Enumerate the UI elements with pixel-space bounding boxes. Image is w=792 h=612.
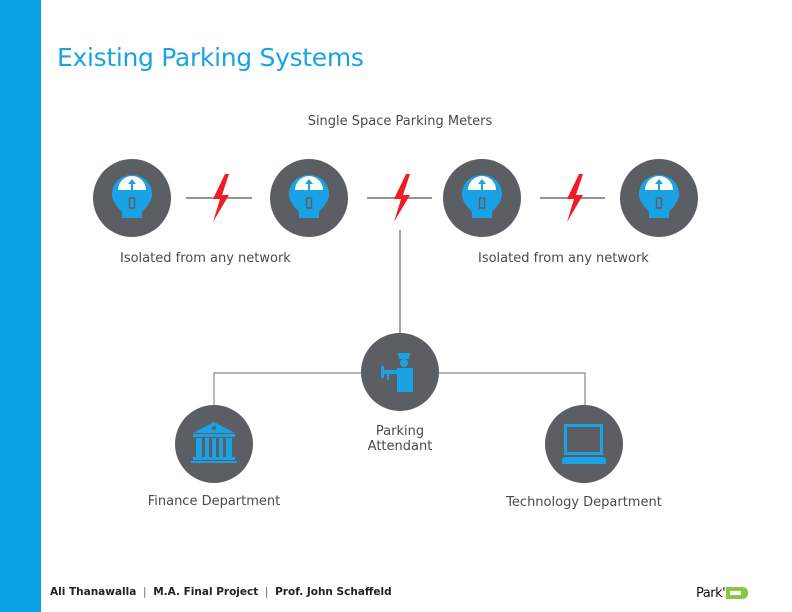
attendant-label-line2: Attendant	[367, 439, 433, 454]
computer-monitor-icon	[562, 424, 606, 464]
attendant-label-line1: Parking	[375, 424, 425, 439]
technology-node	[545, 405, 623, 483]
finance-node	[175, 405, 253, 483]
parking-attendant-icon	[381, 353, 413, 392]
technology-label: Technology Department	[506, 495, 662, 510]
meter-node	[620, 159, 698, 237]
diagram-subtitle: Single Space Parking Meters	[307, 114, 493, 129]
lightning-bolt-icon	[394, 174, 410, 222]
footer-credits: Ali Thanawalla | M.A. Final Project | Pr…	[50, 586, 392, 598]
finance-label: Finance Department	[147, 494, 281, 509]
footer-separator: |	[264, 586, 269, 598]
attendant-label: Parking Attendant	[340, 424, 460, 454]
slide-title: Existing Parking Systems	[57, 43, 364, 72]
bank-building-icon	[191, 422, 237, 463]
logo-badge-icon	[726, 587, 749, 599]
lightning-bolt-icon	[567, 174, 583, 222]
accent-sidebar	[0, 0, 41, 612]
isolated-label-left: Isolated from any network	[120, 251, 291, 266]
meter-node	[93, 159, 171, 237]
isolated-label-right: Isolated from any network	[478, 251, 649, 266]
parkid-logo: Park'	[696, 583, 749, 603]
meter-node	[443, 159, 521, 237]
logo-text: Park'	[696, 585, 726, 601]
attendant-node	[361, 333, 439, 411]
footer-author: Ali Thanawalla	[50, 586, 137, 598]
footer-separator: |	[143, 586, 147, 598]
footer-professor: Prof. John Schaffeld	[275, 586, 392, 598]
meter-node	[270, 159, 348, 237]
lightning-bolt-icon	[213, 174, 229, 222]
footer-project: M.A. Final Project	[153, 586, 259, 598]
